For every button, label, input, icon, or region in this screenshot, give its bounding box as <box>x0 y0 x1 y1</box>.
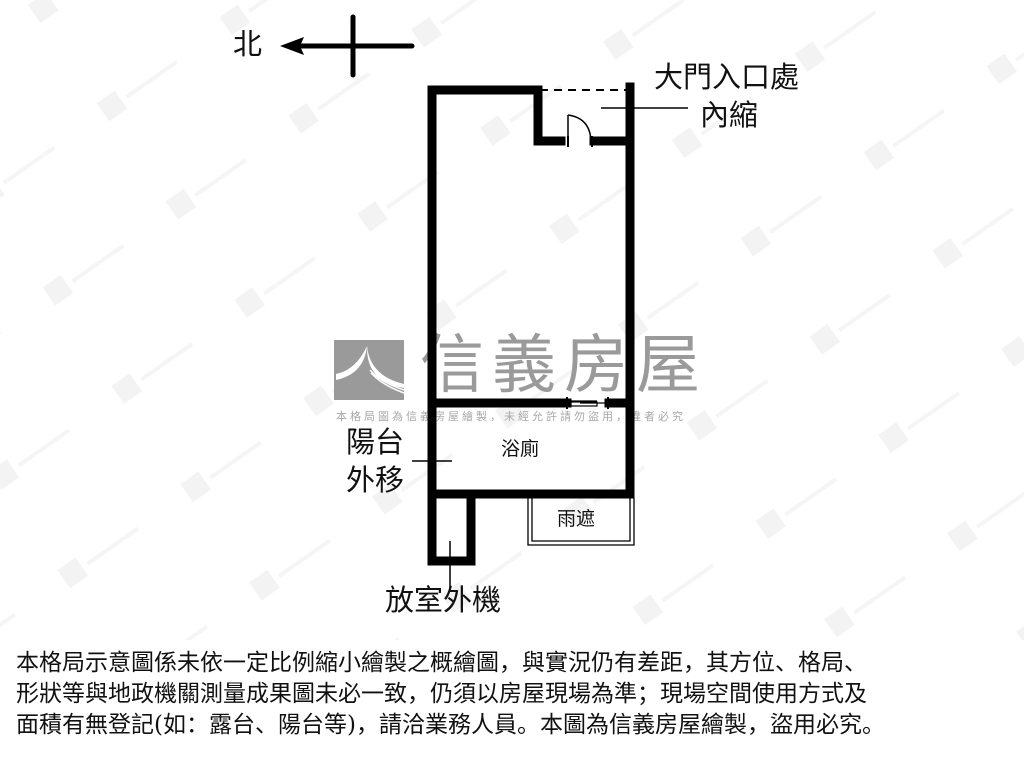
disclaimer-line: 形狀等與地政機關測量成果圖未必一致，仍須以房屋現場為準；現場空間使用方式及 <box>16 681 867 707</box>
disclaimer-text: 本格局示意圖係未依一定比例縮小繪製之概繪圖，與實況仍有差距，其方位、格局、 形狀… <box>16 648 1016 741</box>
balcony-label-line1: 陽台 <box>346 425 405 459</box>
watermark-brand-text: 信義房屋 <box>420 329 708 403</box>
floor-plan <box>280 14 688 590</box>
canopy-outline <box>527 498 635 546</box>
compass-north-arrow-icon <box>280 14 415 78</box>
disclaimer-line: 面積有無登記(如：露台、陽台等)，請洽業務人員。本圖為信義房屋繪製，盜用必究。 <box>16 712 885 738</box>
brand-logo-icon <box>334 340 404 400</box>
sliding-door-icon <box>566 397 609 409</box>
room-label-bathroom: 浴廁 <box>501 438 540 460</box>
disclaimer-line: 本格局示意圖係未依一定比例縮小繪製之概繪圖，與實況仍有差距，其方位、格局、 <box>16 650 867 676</box>
exterior-walls <box>427 82 635 566</box>
entrance-label-line2: 內縮 <box>700 98 759 132</box>
watermark-notice-text: 本格局圖為信義房屋繪製，未經允許請勿盜用，違者必究 <box>336 410 686 423</box>
ac-unit-label: 放室外機 <box>385 583 502 617</box>
background-watermark-pattern <box>0 0 1024 640</box>
room-label-canopy: 雨遮 <box>557 508 596 530</box>
door-icon <box>567 114 593 147</box>
entrance-label-line1: 大門入口處 <box>654 60 800 94</box>
north-label: 北 <box>233 27 263 61</box>
balcony-label-line2: 外移 <box>346 463 405 497</box>
